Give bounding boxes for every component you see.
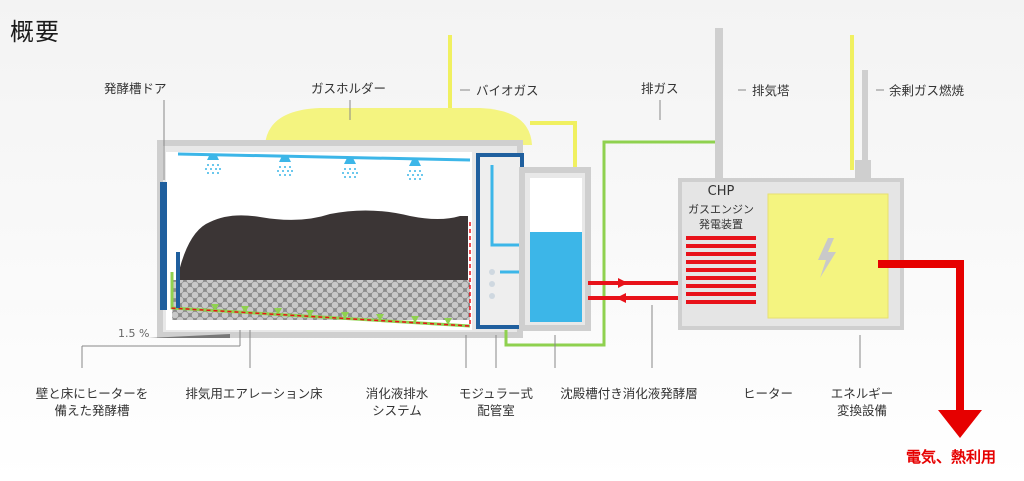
label-fermenter-door: 発酵槽ドア xyxy=(104,81,167,96)
label-digestate-tank: 沈殿槽付き消化液発酵層 xyxy=(560,386,698,401)
label-converter-line2: 変換設備 xyxy=(836,403,888,418)
chp-coil xyxy=(686,236,756,304)
chp-line2: 発電装置 xyxy=(699,218,743,231)
label-drain-line1: 消化液排水 xyxy=(365,386,429,401)
label-exhaust-stack: 排気塔 xyxy=(752,83,790,98)
label-heater: ヒーター xyxy=(742,386,794,401)
chp-line1: ガスエンジン xyxy=(688,203,754,216)
fermenter-door xyxy=(160,182,167,310)
label-biogas: バイオガス xyxy=(476,83,539,98)
wall-heater-dashed xyxy=(169,222,471,327)
output-arrow-head xyxy=(938,410,982,438)
chp-title: CHP xyxy=(707,184,735,199)
label-drain-line2: システム xyxy=(372,403,422,418)
label-aeration-floor: 排気用エアレーション床 xyxy=(185,386,323,401)
sprinkler-pipe xyxy=(177,152,471,162)
lightning-icon xyxy=(818,238,836,278)
digestate-liquid xyxy=(530,232,582,322)
label-exhaust-gas: 排ガス xyxy=(641,81,679,96)
biogas-pipe-to-tank xyxy=(530,121,577,172)
label-module-line2: 配管室 xyxy=(477,403,515,418)
flare-stack xyxy=(862,70,868,180)
module-room xyxy=(476,153,524,329)
exhaust-stack xyxy=(715,28,723,183)
biomass-pile xyxy=(175,210,468,295)
output-line xyxy=(878,260,964,412)
slope-label: 1.5 % xyxy=(118,327,150,340)
label-fermenter-line1: 壁と床にヒーターを xyxy=(35,386,149,401)
label-surplus-flare: 余剰ガス燃焼 xyxy=(889,83,965,98)
label-module-line1: モジュラー式 xyxy=(458,386,534,401)
slope-wedge xyxy=(148,334,230,338)
label-gas-holder: ガスホルダー xyxy=(311,81,387,96)
aeration-floor xyxy=(172,280,470,320)
gas-holder-dome xyxy=(265,108,532,145)
label-fermenter-line2: 備えた発酵槽 xyxy=(54,403,130,418)
output-label: 電気、熱利用 xyxy=(906,448,997,466)
page-title: 概要 xyxy=(10,18,60,46)
label-converter-line1: エネルギー xyxy=(830,386,894,401)
